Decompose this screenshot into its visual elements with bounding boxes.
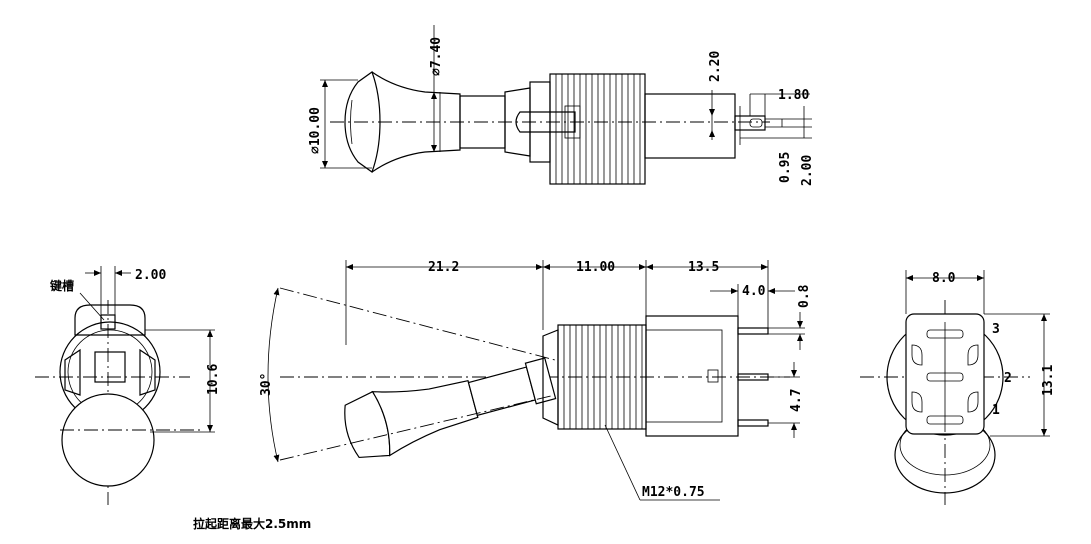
front-pin-1 [737,419,769,427]
front-tilted-lever [344,357,557,459]
dim-thread: M12*0.75 [642,485,705,500]
front-view: 30° 21.2 11.00 13.5 [259,260,812,501]
pin-label-1: 1 [992,403,1000,418]
dim-end-height: 13.1 [1041,365,1056,396]
dim-pin-pitch: 4.7 [789,389,804,412]
top-thread-lines [555,74,641,184]
dim-slot-width: 2.00 [135,268,166,283]
top-threaded-bushing [549,73,646,185]
dim-terminal-span: 2.00 [800,155,815,186]
dim-pin-thickness: 0.8 [797,284,812,308]
dim-head-diameter: ⌀10.00 [308,107,323,154]
note-pull-distance: 拉起距离最大2.5mm [193,516,311,531]
dim-side-height: 10.6 [206,364,221,395]
dim-terminal-thickness: 0.95 [778,152,793,183]
dim-body-length: 13.5 [688,260,719,275]
dim-pin-length: 4.0 [742,284,766,299]
pin-label-2: 2 [1004,371,1012,386]
dim-end-width: 8.0 [932,271,956,286]
pin-label-3: 3 [992,322,1000,337]
top-body [644,93,736,159]
end-view: 3 2 1 8.0 13.1 [860,270,1056,505]
label-key-slot: 键槽 [49,278,74,293]
dim-terminal-height: 2.20 [708,51,723,82]
dim-angle: 30° [259,373,274,396]
dim-bushing-length: 11.00 [576,260,615,275]
dim-neck-diameter: ⌀7.40 [429,37,444,76]
dim-terminal-width: 1.80 [778,88,809,103]
top-view: ⌀10.00 ⌀7.40 2.20 1.80 0.95 2.00 [308,25,815,186]
side-bushing-top [74,304,146,336]
side-view: 2.00 键槽 10.6 [35,266,221,505]
front-body [645,315,739,437]
side-knob [61,393,155,487]
front-pin-3 [737,327,769,335]
dim-lever-length: 21.2 [428,260,459,275]
